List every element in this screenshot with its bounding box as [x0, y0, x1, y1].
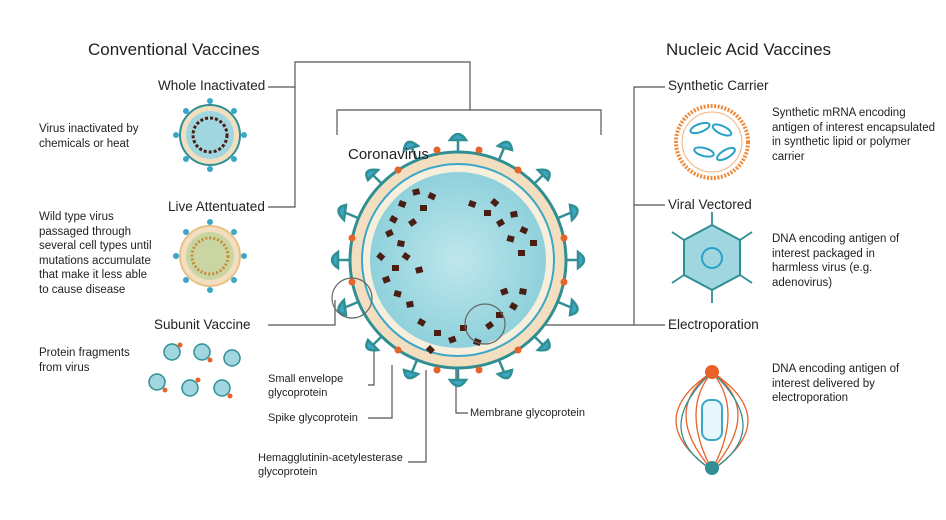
- spike-glycoproteins: [330, 132, 586, 388]
- viral-vectored-icon: [671, 212, 753, 303]
- zoom-circle-left: [331, 277, 373, 319]
- membrane-glycoprotein-label: Membrane glycoprotein: [470, 407, 585, 419]
- hemagglutinin-label: Hemagglutinin-acetylesterase glycoprotei…: [258, 452, 403, 478]
- live-attenuated-title: Live Attentuated: [168, 199, 265, 214]
- hemagglutinin-proteins: [348, 146, 568, 374]
- small-envelope-label: Small envelope glycoprotein: [268, 373, 344, 399]
- conventional-vaccines-heading: Conventional Vaccines: [88, 40, 260, 59]
- subunit-vaccine-desc: Protein fragments from virus: [39, 347, 130, 374]
- connector-lines: [268, 61, 665, 463]
- coronavirus-particle: [330, 132, 586, 388]
- synthetic-carrier-icon: [674, 104, 750, 180]
- whole-inactivated-title: Whole Inactivated: [158, 78, 266, 93]
- synthetic-carrier-desc: Synthetic mRNA encoding antigen of inter…: [772, 107, 936, 163]
- whole-inactivated-virus-icon: [173, 98, 247, 172]
- live-attenuated-virus-icon: [173, 219, 247, 293]
- spike-glycoprotein-label: Spike glycoprotein: [268, 412, 358, 424]
- viral-vectored-desc: DNA encoding antigen of interest package…: [772, 233, 900, 289]
- subunit-vaccine-title: Subunit Vaccine: [154, 317, 251, 332]
- electroporation-icon: [675, 365, 749, 475]
- viral-vectored-title: Viral Vectored: [668, 197, 752, 212]
- zoom-circle-right: [464, 303, 506, 345]
- coronavirus-label: Coronavirus: [348, 146, 429, 163]
- electroporation-title: Electroporation: [668, 317, 759, 332]
- rna-clusters: [376, 188, 537, 355]
- electroporation-desc: DNA encoding antigen of interest deliver…: [772, 363, 900, 404]
- live-attenuated-desc: Wild type virus passaged through several…: [39, 211, 152, 296]
- whole-inactivated-desc: Virus inactivated by chemicals or heat: [39, 123, 139, 150]
- nucleic-acid-vaccines-heading: Nucleic Acid Vaccines: [666, 40, 832, 59]
- subunit-protein-fragments: [148, 342, 241, 399]
- synthetic-carrier-title: Synthetic Carrier: [668, 78, 769, 93]
